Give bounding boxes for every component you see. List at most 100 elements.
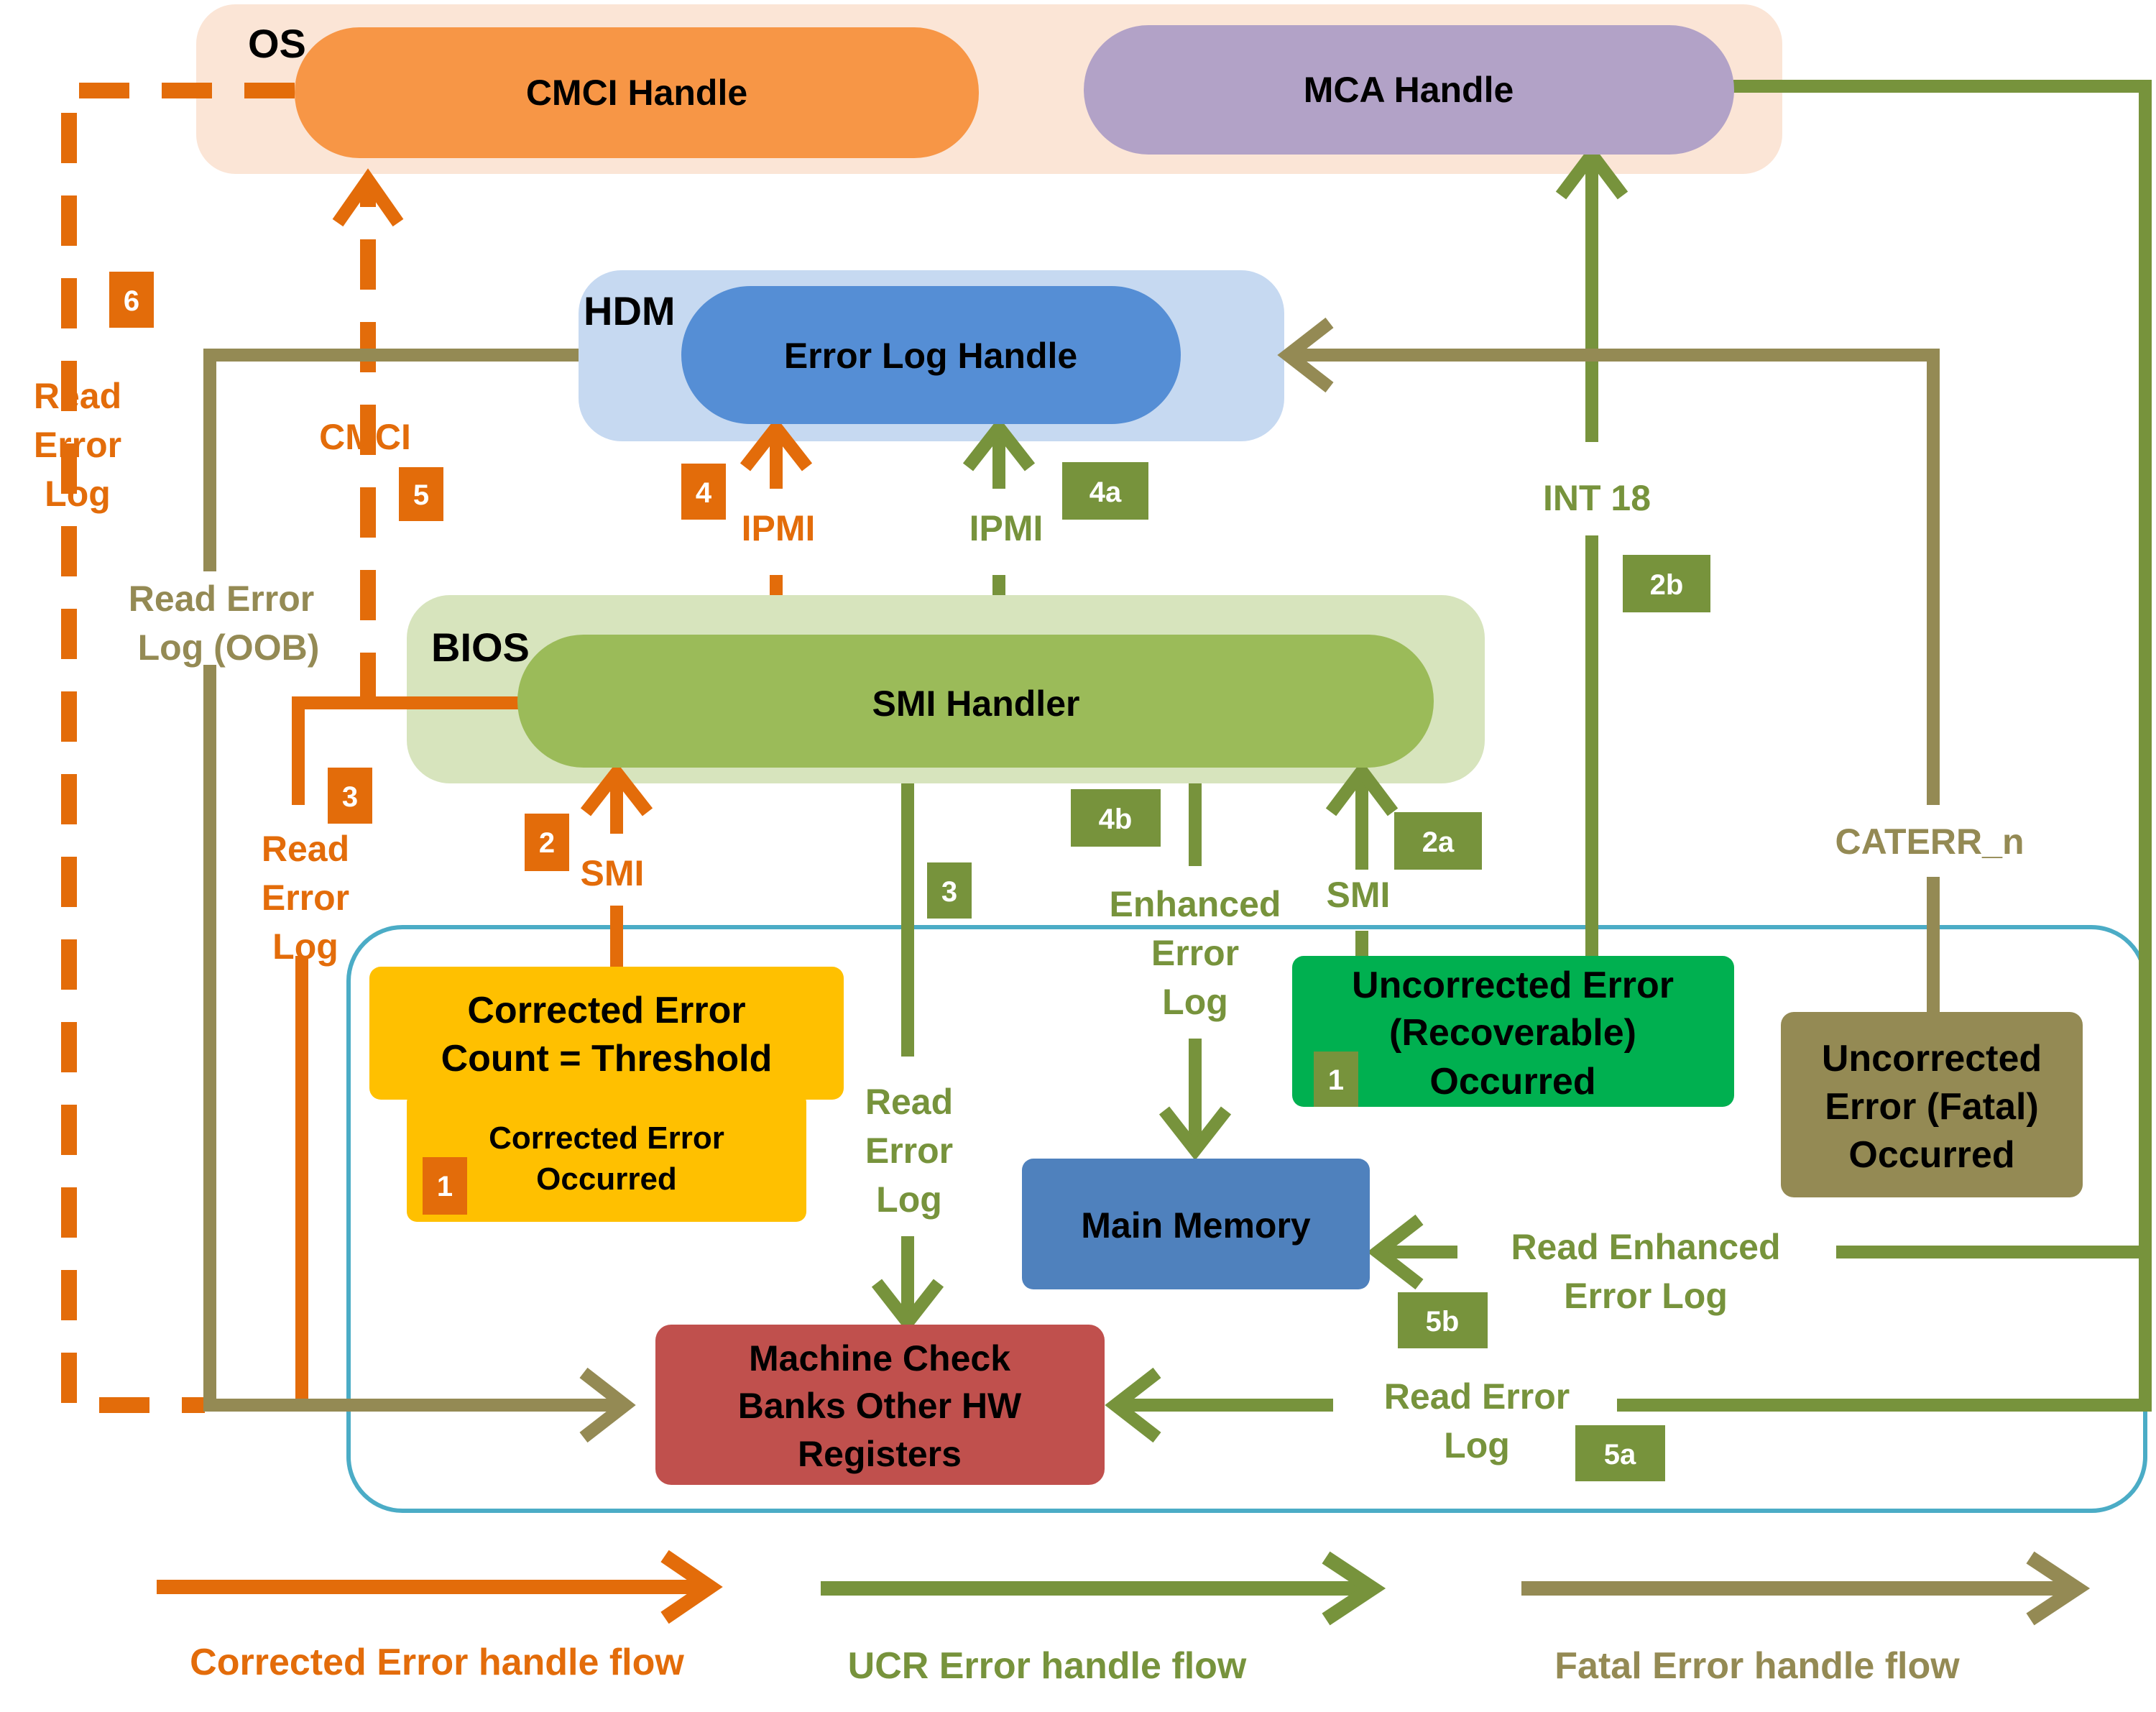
badge-2b-text: 2b bbox=[1650, 569, 1684, 601]
read-error-log-mid-label-3: Log bbox=[876, 1179, 942, 1220]
badge-3-orange-text: 3 bbox=[342, 781, 358, 813]
read-error-log-left-label-3: Log bbox=[45, 474, 111, 514]
badge-2-orange-text: 2 bbox=[539, 827, 555, 859]
cmci-arrowhead bbox=[332, 168, 404, 227]
badge-3-green-text: 3 bbox=[941, 876, 957, 908]
mca-handle-node bbox=[1084, 25, 1734, 155]
badge-4: 4 bbox=[681, 464, 726, 520]
bios-read-green-arrowhead bbox=[871, 1279, 944, 1333]
fatal-occurred-label-3: Occurred bbox=[1848, 1134, 2014, 1176]
ipmi-ucr-arrowhead bbox=[962, 417, 1036, 471]
main-memory-label: Main Memory bbox=[1081, 1205, 1311, 1246]
legend-ucr-arrowhead bbox=[1322, 1551, 1386, 1626]
badge-5b: 5b bbox=[1398, 1292, 1488, 1348]
legend-fatal-label: Fatal Error handle flow bbox=[1554, 1645, 1960, 1687]
enhanced-error-log-label-3: Log bbox=[1162, 982, 1228, 1022]
caterr-line-upper bbox=[1294, 349, 1940, 805]
badge-2b: 2b bbox=[1623, 555, 1710, 612]
badge-1-corrected: 1 bbox=[423, 1157, 467, 1215]
ucr-occurred-label-3: Occurred bbox=[1429, 1061, 1595, 1103]
read-enhanced-label-1: Read Enhanced bbox=[1511, 1227, 1780, 1267]
badge-2-orange: 2 bbox=[525, 814, 569, 871]
badge-3-orange: 3 bbox=[328, 768, 372, 824]
legend-corrected-arrowhead bbox=[660, 1550, 723, 1624]
read-error-log-bios-label-3: Log bbox=[272, 926, 338, 967]
badge-2a-text: 2a bbox=[1422, 827, 1455, 858]
main-memory-node bbox=[1022, 1159, 1370, 1289]
error-log-handle-label: Error Log Handle bbox=[784, 336, 1077, 376]
corrected-threshold-label-2: Count = Threshold bbox=[441, 1038, 773, 1080]
badge-4-text: 4 bbox=[696, 477, 712, 509]
error-log-handle-node bbox=[681, 286, 1181, 424]
read-error-log-left-label-2: Error bbox=[34, 425, 121, 465]
fatal-occurred-label-2: Error (Fatal) bbox=[1825, 1086, 2039, 1128]
oob-read-line bbox=[203, 349, 579, 571]
mca-to-registers-line bbox=[1617, 80, 2152, 1412]
ucr-occurred-node bbox=[1292, 956, 1734, 1107]
mca-handle-label: MCA Handle bbox=[1304, 70, 1514, 110]
smi-handler-node bbox=[517, 635, 1434, 768]
read-error-log-mid-label-1: Read bbox=[865, 1082, 953, 1122]
ucr-occurred-label-1: Uncorrected Error bbox=[1352, 965, 1674, 1006]
cmci-handle-node bbox=[295, 27, 979, 158]
fatal-occurred-node bbox=[1781, 1012, 2083, 1197]
caterr-arrowhead bbox=[1277, 317, 1334, 393]
fatal-occurred-label-1: Uncorrected bbox=[1822, 1038, 2042, 1080]
legend-corrected-label: Corrected Error handle flow bbox=[190, 1642, 684, 1683]
badge-5b-text: 5b bbox=[1426, 1306, 1460, 1338]
badge-6: 6 bbox=[109, 272, 154, 328]
badge-4b-text: 4b bbox=[1099, 804, 1133, 835]
corrected-threshold-node bbox=[369, 967, 844, 1100]
machine-check-node bbox=[655, 1325, 1105, 1485]
ipmi-corrected-label: IPMI bbox=[742, 508, 816, 548]
read-error-log-mid-label-2: Error bbox=[865, 1131, 953, 1171]
ucr-occurred-label-2: (Recoverable) bbox=[1389, 1012, 1636, 1054]
read-error-log-dashed-line bbox=[61, 83, 295, 1413]
badge-5-text: 5 bbox=[413, 479, 429, 511]
smi-corrected-label: SMI bbox=[581, 853, 645, 893]
read-error-log-bios-label-2: Error bbox=[262, 878, 349, 918]
machine-check-label-3: Registers bbox=[798, 1434, 962, 1474]
badge-5a-text: 5a bbox=[1604, 1439, 1636, 1471]
legend bbox=[157, 1550, 2091, 1626]
ipmi-corrected-arrowhead bbox=[740, 417, 813, 471]
badge-4a: 4a bbox=[1062, 462, 1148, 520]
corrected-occurred-label-1: Corrected Error bbox=[489, 1120, 724, 1156]
smi-ucr-label: SMI bbox=[1327, 875, 1391, 915]
badge-5: 5 bbox=[399, 467, 443, 521]
badge-1-ucr: 1 bbox=[1314, 1051, 1358, 1107]
ipmi-ucr-label: IPMI bbox=[969, 508, 1044, 548]
read-error-log-bottom-label-2: Log bbox=[1444, 1425, 1510, 1465]
badge-5a: 5a bbox=[1575, 1425, 1665, 1481]
badge-6-text: 6 bbox=[124, 285, 139, 317]
oob-read-line-lower bbox=[203, 665, 619, 1412]
machine-check-label-1: Machine Check bbox=[749, 1338, 1010, 1379]
corrected-threshold-label-1: Corrected Error bbox=[467, 990, 745, 1031]
cmci-label: CMCI bbox=[319, 417, 411, 457]
read-error-log-bios-label-1: Read bbox=[262, 829, 349, 869]
oob-read-arrowhead bbox=[579, 1367, 636, 1443]
badge-2a: 2a bbox=[1394, 812, 1482, 870]
legend-fatal-arrowhead bbox=[2026, 1551, 2091, 1626]
corrected-occurred-node bbox=[407, 1092, 806, 1222]
hdm-label: HDM bbox=[584, 288, 676, 333]
read-error-log-bottom-arrowhead bbox=[1105, 1367, 1161, 1443]
read-error-log-oob-label-1: Read Error bbox=[129, 579, 314, 619]
bios-label: BIOS bbox=[431, 625, 530, 670]
read-error-log-oob-label-2: Log (OOB) bbox=[138, 627, 320, 668]
legend-ucr-label: UCR Error handle flow bbox=[848, 1645, 1247, 1687]
badge-4a-text: 4a bbox=[1089, 477, 1122, 508]
smi-handler-label: SMI Handler bbox=[872, 684, 1080, 724]
cmci-handle-label: CMCI Handle bbox=[526, 73, 747, 113]
smi-corrected-arrowhead bbox=[580, 762, 653, 816]
caterr-label: CATERR_n bbox=[1835, 822, 2024, 862]
enhanced-log-arrowhead bbox=[1158, 1106, 1232, 1161]
os-label: OS bbox=[248, 21, 306, 66]
corrected-occurred-label-2: Occurred bbox=[536, 1161, 677, 1197]
machine-check-label-2: Banks Other HW bbox=[738, 1386, 1022, 1426]
read-error-log-left-label-1: Read bbox=[34, 376, 121, 416]
int18-label: INT 18 bbox=[1543, 478, 1651, 518]
bios-read-error-log-line bbox=[292, 696, 521, 805]
badge-4b: 4b bbox=[1071, 789, 1161, 847]
